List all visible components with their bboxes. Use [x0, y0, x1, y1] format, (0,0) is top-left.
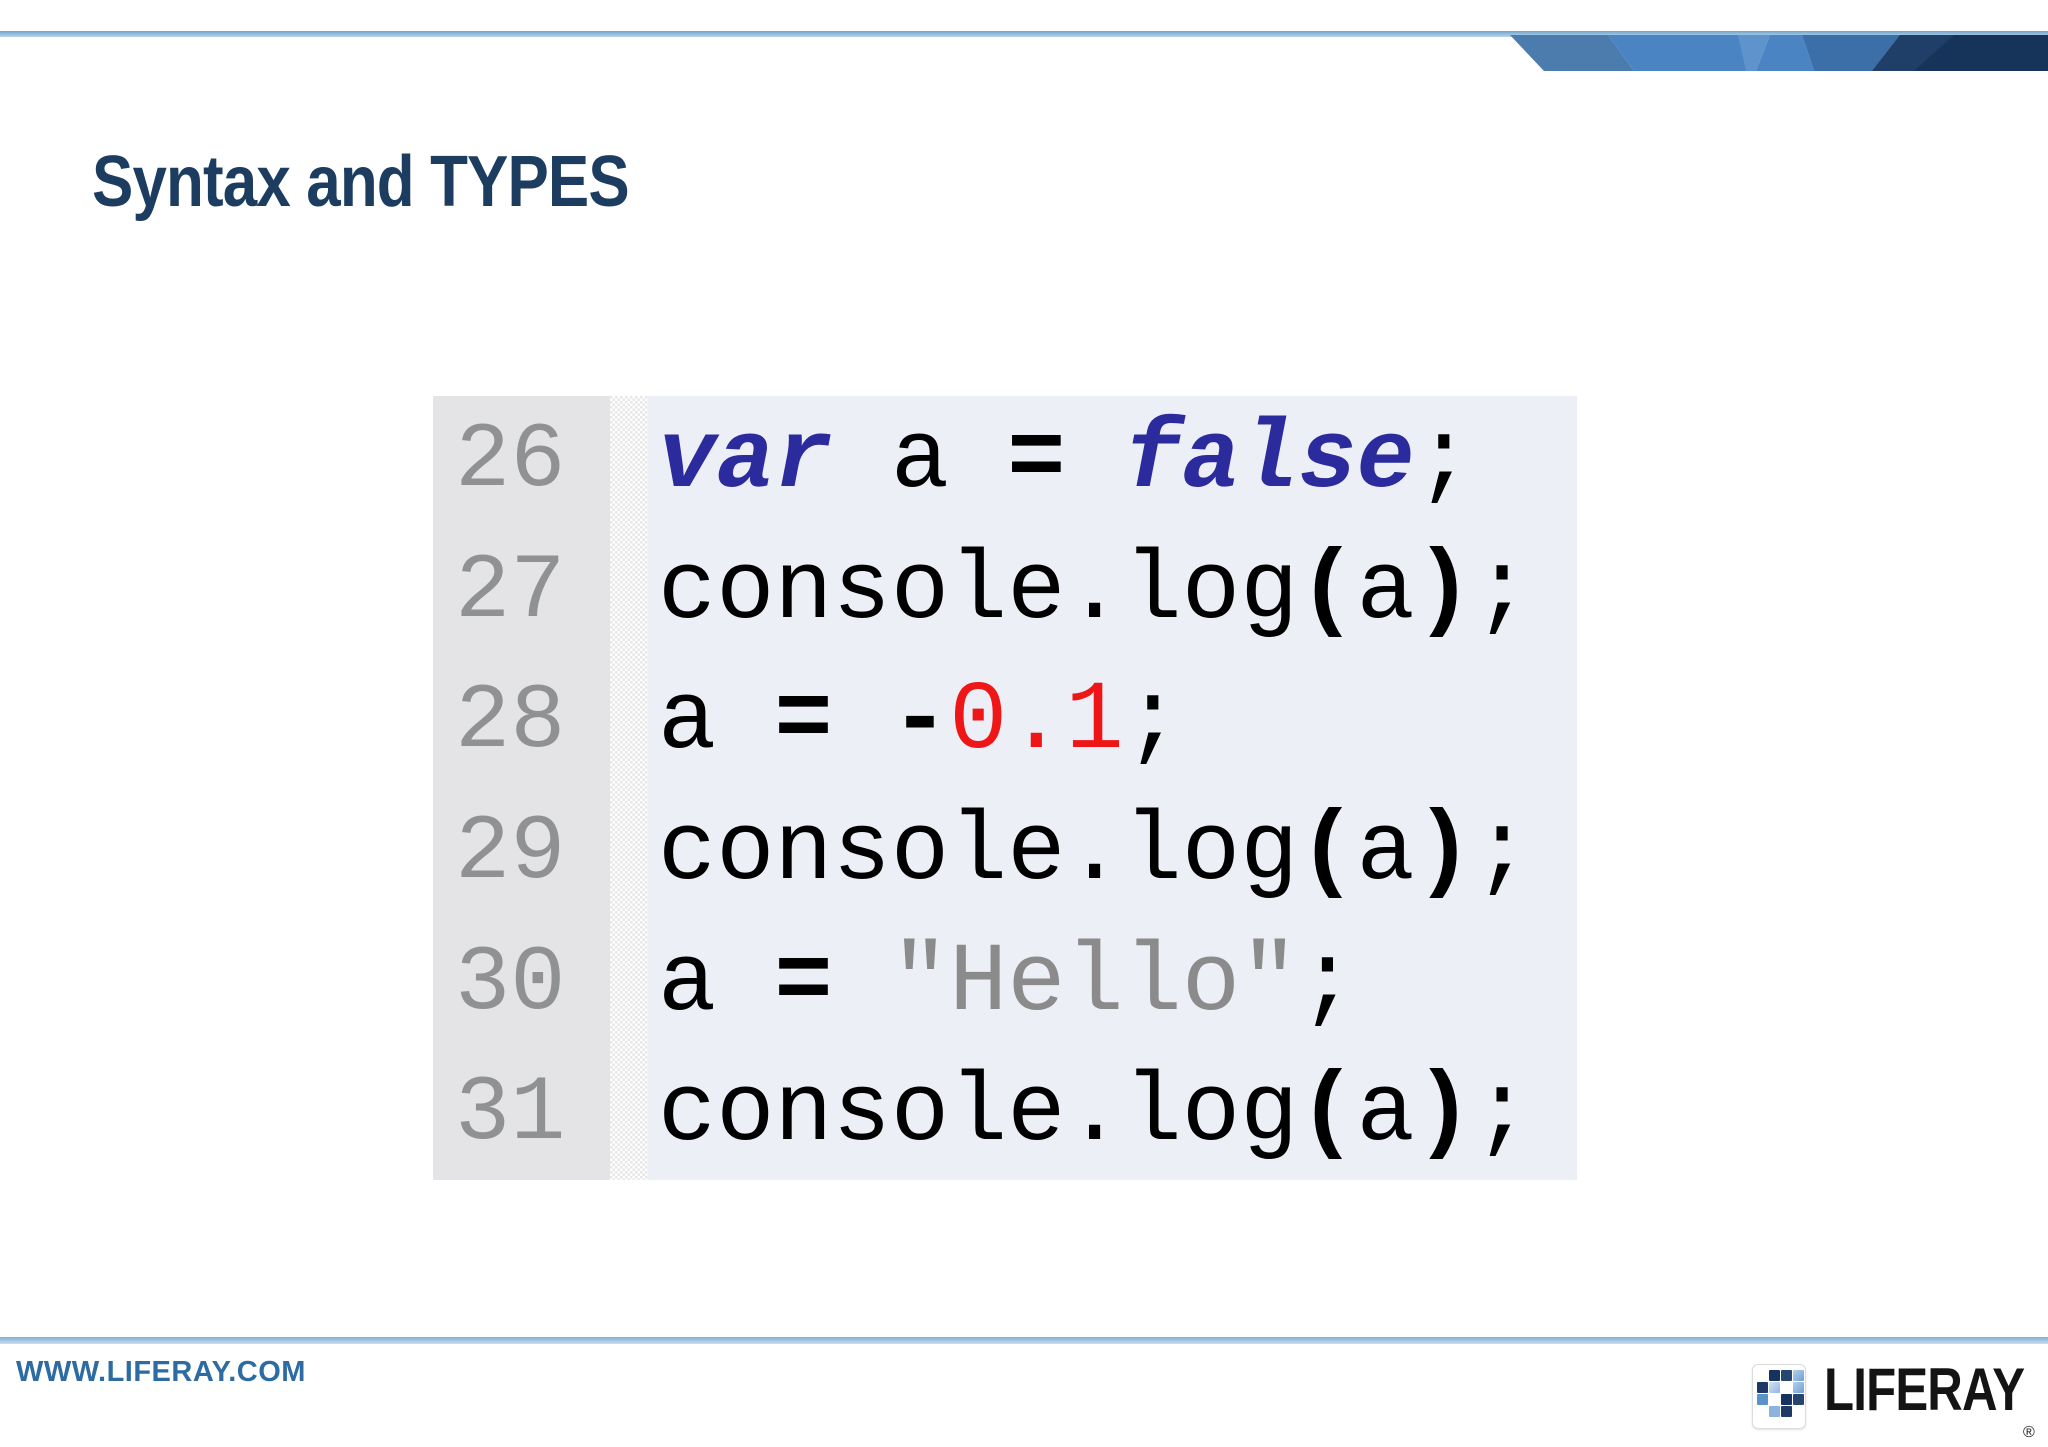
code-token-plain: ; [1472, 536, 1532, 647]
code-token-number: 0.1 [949, 667, 1124, 778]
code-token-keyword: var [658, 406, 833, 516]
code-token-plain [833, 667, 891, 777]
line-number: 29 [455, 799, 566, 905]
code-token-bracket: ( [1298, 1059, 1357, 1170]
code-token-bracket: ( [1298, 797, 1357, 908]
code-token-plain [833, 929, 891, 1039]
footer-url: WWW.LIFERAY.COM [16, 1356, 306, 1388]
code-token-bracket: ) [1414, 1059, 1473, 1170]
code-token-plain [1066, 406, 1124, 516]
liferay-logo-mosaic [1752, 1364, 1806, 1429]
line-number-gutter: 26 27 28 29 30 31 [433, 396, 610, 1180]
page-title: Syntax and TYPES [92, 142, 630, 222]
line-number: 28 [455, 669, 566, 775]
code-token-operator: = [774, 667, 833, 778]
registered-trademark-symbol: ® [2023, 1424, 2035, 1441]
code-line: a = "Hello"; [658, 919, 1577, 1050]
code-token-plain: a [658, 928, 775, 1039]
liferay-logo-text: LIFERAY [1824, 1356, 2025, 1423]
code-token-plain: ; [1123, 667, 1182, 778]
code-token-plain: ; [1414, 406, 1473, 516]
line-number: 26 [455, 408, 566, 513]
code-token-plain: console.log [658, 1059, 1299, 1170]
line-number: 27 [455, 538, 566, 644]
code-token-plain: ; [1472, 797, 1532, 908]
code-line: a = -0.1; [658, 657, 1577, 788]
code-token-plain: a [1356, 536, 1415, 647]
code-token-plain: console.log [658, 797, 1299, 908]
code-token-string: "Hello" [890, 928, 1299, 1039]
header-banner-graphic [1510, 35, 2048, 71]
code-token-bracket: ( [1298, 536, 1357, 647]
code-token-plain: console.log [658, 536, 1299, 647]
line-number: 30 [455, 930, 566, 1036]
code-token-bracket: ) [1414, 797, 1473, 908]
code-token-plain: ; [1298, 928, 1357, 1039]
code-line: console.log(a); [658, 1049, 1577, 1180]
line-number: 31 [455, 1061, 566, 1167]
code-token-plain: a [832, 406, 1008, 516]
code-token-plain: a [1356, 797, 1415, 908]
code-line: console.log(a); [658, 788, 1577, 919]
code-token-bracket: ) [1414, 536, 1473, 647]
code-token-plain: a [1356, 1059, 1415, 1170]
gutter-separator [610, 396, 648, 1180]
footer-accent-line [0, 1337, 2048, 1344]
code-token-keyword: false [1123, 406, 1415, 516]
top-accent-line [0, 31, 2048, 37]
code-area: var a = false;console.log(a);a = -0.1;co… [648, 396, 1577, 1180]
code-token-plain: ; [1472, 1059, 1532, 1170]
code-token-operator: = [774, 928, 833, 1039]
code-token-operator: = [1007, 406, 1066, 516]
code-token-operator: - [890, 667, 950, 778]
code-line: console.log(a); [658, 527, 1577, 658]
code-token-plain: a [658, 667, 775, 778]
code-line: var a = false; [658, 396, 1577, 527]
